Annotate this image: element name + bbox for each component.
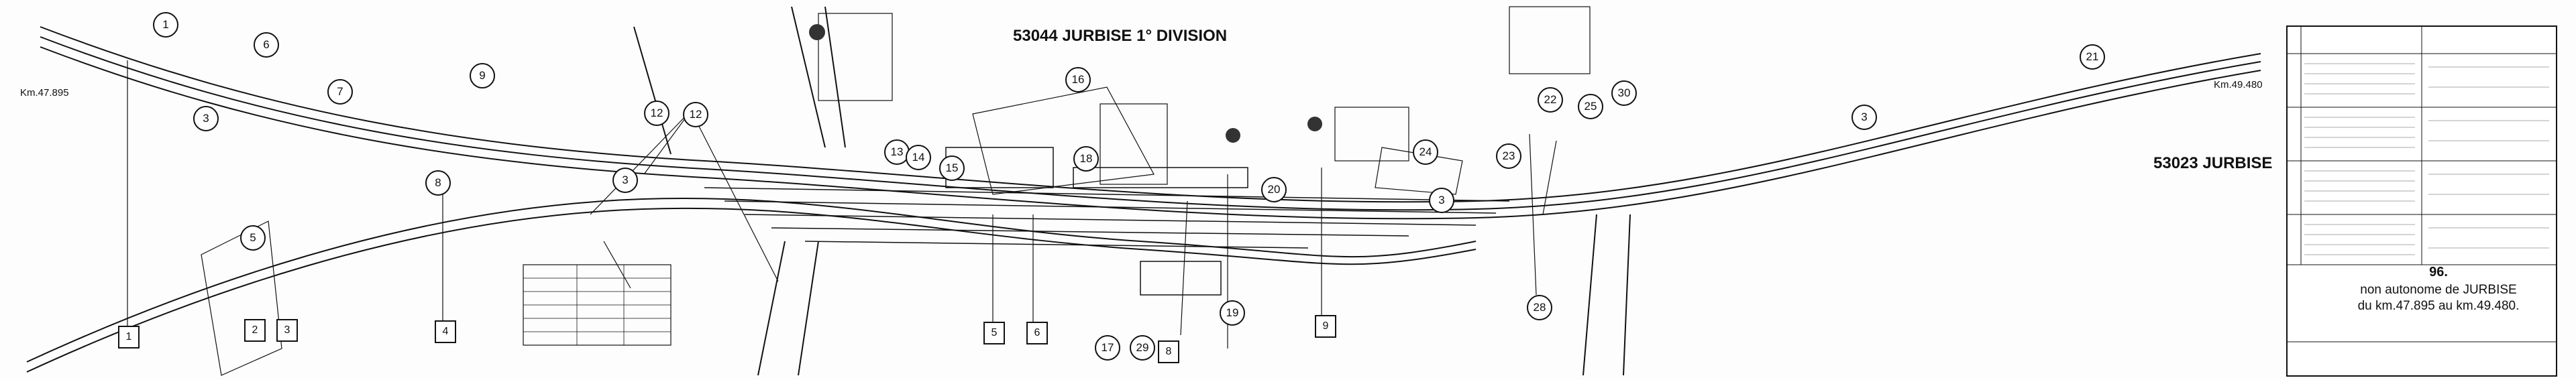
marker-circle: 25: [1578, 94, 1603, 119]
signal-dot-1: [809, 24, 825, 40]
note-box-2: [1099, 103, 1168, 185]
marker-circle: 9: [470, 63, 495, 88]
marker-circle: 3: [1851, 105, 1877, 130]
note-box-3: [1334, 107, 1409, 162]
marker-circle: 28: [1527, 295, 1552, 320]
note-box-4: [1509, 6, 1591, 74]
signal-dot-2: [1226, 128, 1240, 143]
km-start-label: Km.47.895: [20, 87, 69, 99]
marker-circle: 17: [1095, 335, 1120, 361]
marker-circle: 1: [153, 12, 178, 38]
road-south-1: [757, 241, 786, 376]
note-box-1: [818, 13, 893, 101]
marker-circle: 5: [240, 225, 266, 251]
marker-circle: 24: [1413, 139, 1438, 165]
left-station-label: 53044 JURBISE 1° DIVISION: [1013, 27, 1228, 45]
marker-square: 4: [435, 320, 456, 343]
marker-circle: 3: [193, 106, 219, 131]
marker-circle: 15: [939, 155, 965, 181]
title-block: 96. non autonome de JURBISE du km.47.895…: [2328, 265, 2549, 314]
platform-shelter: [1073, 167, 1248, 188]
right-station-label: 53023 JURBISE: [2153, 154, 2273, 172]
legend-table: [2286, 25, 2557, 377]
marker-circle: 12: [683, 102, 708, 127]
marker-square: 8: [1158, 340, 1179, 363]
road-south-2: [798, 241, 819, 376]
marker-circle: 3: [612, 168, 638, 193]
marker-circle: 21: [2080, 44, 2105, 70]
title-line-1: non autonome de JURBISE: [2360, 283, 2517, 297]
road-north-2: [824, 6, 846, 148]
marker-circle: 18: [1073, 146, 1099, 172]
marker-circle: 7: [327, 79, 353, 105]
marker-circle: 20: [1261, 177, 1287, 202]
table-grid: [523, 265, 671, 345]
road-north-3: [633, 26, 672, 155]
marker-circle: 13: [884, 139, 910, 165]
yard-track-4: [771, 227, 1409, 237]
parcel-outline-1: [972, 86, 1155, 195]
marker-circle: 8: [425, 170, 451, 196]
marker-square: 6: [1026, 322, 1048, 344]
marker-square: 5: [983, 322, 1005, 344]
branch-track-lower: [26, 197, 1477, 363]
yard-track-2: [724, 200, 1497, 214]
marker-square: 2: [244, 319, 266, 342]
road-east-south-2: [1623, 214, 1631, 376]
marker-circle: 23: [1496, 143, 1521, 169]
goods-shed: [1140, 261, 1222, 296]
leader-lines: [127, 60, 1557, 349]
main-track-upper-2: [40, 36, 2261, 211]
marker-circle: 30: [1611, 80, 1637, 106]
marker-square: 9: [1315, 315, 1336, 338]
title-line-2: du km.47.895 au km.49.480.: [2357, 299, 2520, 313]
road-north-1: [791, 6, 826, 148]
legend-grid: [2288, 27, 2556, 342]
marker-circle: 12: [644, 101, 669, 126]
km-end-label: Km.49.480: [2214, 79, 2263, 90]
marker-circle: 14: [906, 145, 931, 170]
marker-circle: 3: [1429, 188, 1454, 213]
marker-circle: 19: [1220, 300, 1245, 326]
marker-circle: 22: [1538, 87, 1563, 113]
marker-circle: 29: [1130, 335, 1155, 361]
signal-dot-3: [1307, 117, 1322, 131]
road-east-south: [1582, 214, 1597, 376]
yard-track-1: [704, 187, 1510, 202]
marker-circle: 16: [1065, 67, 1091, 92]
title-number: 96.: [2429, 265, 2448, 279]
marker-square: 1: [118, 326, 140, 349]
yard-track-5: [804, 241, 1309, 249]
yard-track-3: [744, 214, 1477, 226]
main-track-upper: [40, 26, 2261, 203]
marker-square: 3: [276, 319, 298, 342]
marker-circle: 6: [254, 32, 279, 58]
